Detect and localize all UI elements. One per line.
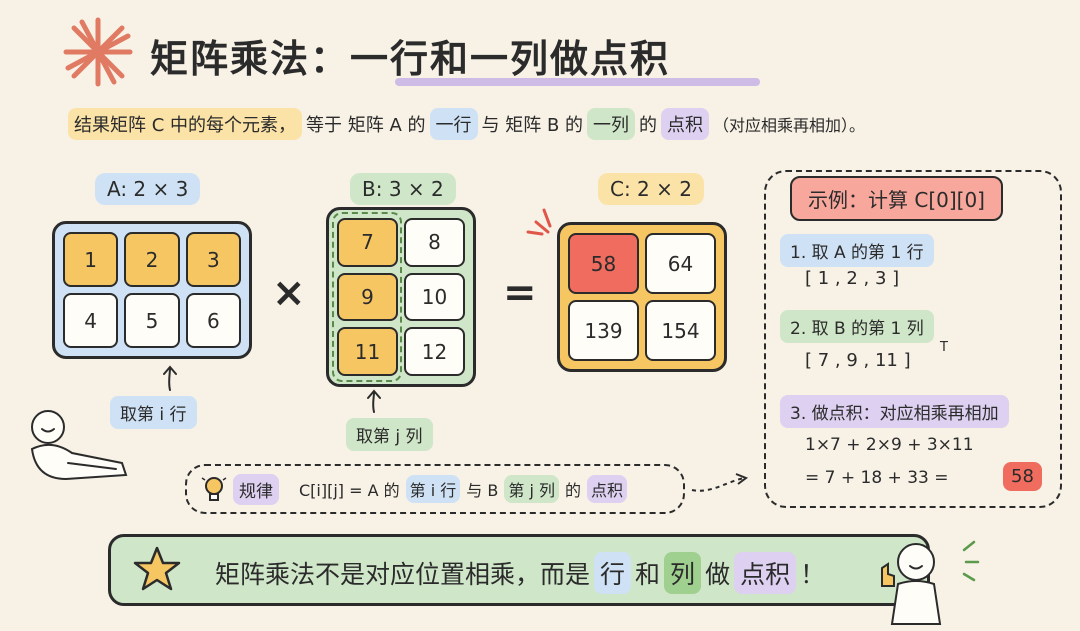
matrix-b-cell: 7 [337, 218, 398, 267]
starburst-icon [63, 17, 133, 87]
summary-dot: 点积 [734, 552, 797, 594]
matrix-c-cell: 64 [645, 233, 716, 294]
matrix-a-cell: 3 [185, 232, 241, 287]
matrix-a-cell: 1 [63, 232, 119, 287]
thumbs-up-figure-icon [881, 540, 980, 625]
matrix-c-label: C: 2 × 2 [598, 173, 704, 205]
matrix-b-cell: 9 [337, 272, 398, 322]
intro-text: 结果矩阵 C 中的每个元素， 等于 矩阵 A 的 一行 与 矩阵 B 的 一列 … [68, 108, 865, 140]
summary-text: 矩阵乘法不是对应位置相乘，而是 行 和 列 做 点积 ！ [215, 552, 825, 594]
intro-dot-highlight: 点积 [661, 108, 710, 140]
intro-part3: 与 矩阵 B 的 [481, 115, 584, 136]
reclining-figure-icon [30, 410, 128, 481]
arrow-up-icon [163, 365, 177, 391]
matrix-c: 58 64 139 154 [557, 222, 727, 372]
col-pick-tag: 取第 j 列 [346, 418, 433, 451]
intro-row-highlight: 一行 [429, 108, 478, 140]
rule-label: 规律 [233, 473, 279, 505]
intro-part2: 等于 矩阵 A 的 [306, 115, 426, 136]
matrix-a-label: A: 2 × 3 [95, 173, 201, 205]
matrix-a: 1 2 3 4 5 6 [52, 221, 252, 359]
transpose-mark: T [940, 340, 948, 355]
matrix-c-cell: 154 [645, 300, 716, 361]
example-calc-2: = 7 + 18 + 33 = [805, 468, 949, 488]
rule-box: 规律 C[i][j] = A 的 第 i 行 与 B 第 j 列 的 点积 [185, 464, 685, 514]
example-step-2: 2. 取 B 的第 1 列 [780, 310, 934, 343]
sparkle-icon [526, 208, 552, 236]
arrow-up-icon [367, 389, 381, 413]
summary-col: 列 [664, 552, 702, 594]
lightbulb-icon [201, 477, 227, 501]
matrix-a-cell: 6 [185, 293, 241, 348]
summary-part1: 矩阵乘法不是对应位置相乘，而是 [215, 560, 591, 589]
intro-part4: 的 [639, 115, 658, 136]
matrix-a-cell: 5 [124, 293, 180, 348]
example-panel [764, 170, 1062, 508]
intro-part5: （对应相乘再相加）。 [713, 116, 866, 135]
matrix-a-cell: 4 [63, 293, 119, 348]
star-icon [133, 546, 181, 591]
matrix-a-cell: 2 [124, 232, 180, 287]
example-step-1: 1. 取 A 的第 1 行 [780, 234, 934, 267]
summary-and: 和 [635, 560, 661, 589]
example-calc-1: 1×7 + 2×9 + 3×11 [805, 435, 974, 455]
example-result: 58 [1003, 462, 1042, 491]
example-step-3: 3. 做点积：对应相乘再相加 [780, 395, 1009, 428]
rule-mid: 与 B [466, 481, 499, 500]
intro-part1: 结果矩阵 C 中的每个元素， [68, 108, 303, 140]
equals-symbol: = [503, 270, 537, 316]
matrix-c-cell: 139 [568, 300, 639, 361]
matrix-b-cell: 12 [404, 327, 465, 376]
intro-col-highlight: 一列 [587, 108, 636, 140]
page-title: 矩阵乘法：一行和一列做点积 [150, 37, 671, 81]
example-row-vector: [ 1 , 2 , 3 ] [805, 268, 900, 289]
rule-dot: 点积 [587, 475, 628, 503]
times-symbol: × [272, 270, 306, 316]
matrix-b-label: B: 3 × 2 [350, 173, 456, 205]
column-dashed-highlight [332, 212, 402, 382]
rule-col: 第 j 列 [504, 475, 559, 503]
summary-end: ！ [800, 560, 826, 589]
matrix-b-cell: 8 [404, 218, 465, 267]
row-pick-tag: 取第 i 行 [110, 396, 197, 429]
example-title: 示例：计算 C[0][0] [790, 176, 1003, 221]
summary-do: 做 [705, 560, 731, 589]
rule-formula: C[i][j] = A 的 [299, 481, 400, 500]
title-underline [395, 78, 760, 86]
matrix-c-cell-highlighted: 58 [568, 233, 639, 294]
matrix-b-cell: 11 [337, 327, 398, 376]
rule-of: 的 [564, 481, 581, 500]
example-col-vector: [ 7 , 9 , 11 ] [805, 350, 911, 371]
matrix-b-cell: 10 [404, 272, 465, 322]
rule-row: 第 i 行 [405, 475, 461, 503]
summary-row: 行 [594, 552, 632, 594]
dashed-arrow-icon [691, 473, 749, 492]
